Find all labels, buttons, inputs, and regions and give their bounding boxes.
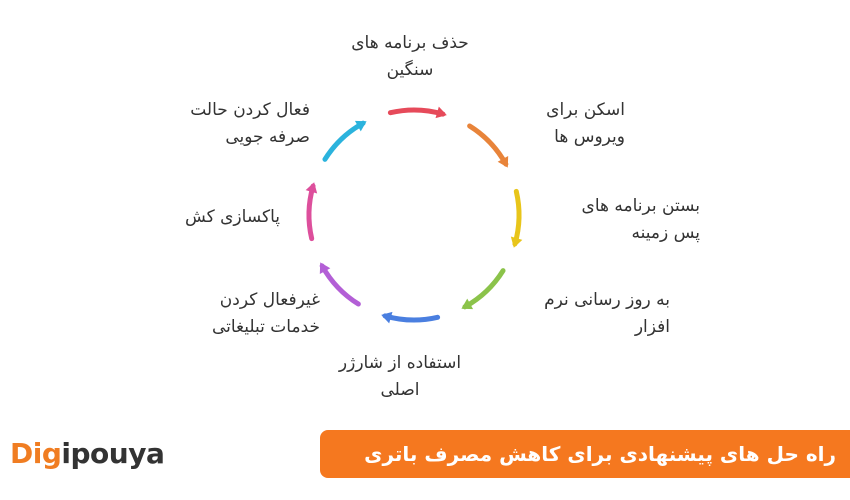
cycle-arrowhead-7: [354, 120, 367, 132]
cycle-arrow-7: [322, 120, 366, 162]
cycle-arrow-4: [382, 313, 441, 323]
cycle-arrow-3: [462, 268, 506, 310]
cycle-arrowhead-3: [461, 298, 474, 310]
banner-title: راه حل های پیشنهادی برای کاهش مصرف باتری: [364, 442, 836, 466]
cycle-arrow-6: [306, 183, 316, 242]
cycle-arrow-1: [467, 123, 509, 167]
cycle-arrowhead-5: [319, 262, 331, 275]
cycle-arrowhead-1: [497, 155, 509, 168]
step-label-close-background-apps: بستن برنامه های پس زمینه: [581, 196, 700, 243]
digipouya-logo: Digipouya: [10, 437, 165, 470]
cycle-arrowhead-2: [510, 236, 523, 248]
cycle-arrow-5: [319, 263, 361, 307]
cycle-arrowhead-4: [381, 311, 393, 324]
step-label-original-charger: استفاده از شارژر اصلی: [338, 353, 462, 400]
step-label-software-update: به روز رسانی نرم افزار: [544, 290, 670, 337]
step-label-remove-heavy-apps: حذف برنامه های سنگین: [351, 33, 469, 80]
cycle-arrow-0: [387, 107, 446, 117]
step-label-clear-cache: پاکسازی کش: [184, 207, 280, 227]
cycle-arrow-2: [512, 188, 522, 247]
cycle-arrowhead-0: [435, 106, 447, 119]
cycle-arrowhead-6: [305, 182, 318, 194]
title-banner: راه حل های پیشنهادی برای کاهش مصرف باتری: [320, 430, 850, 478]
step-label-power-saving-mode: فعال کردن حالت صرفه جویی: [190, 100, 310, 147]
step-label-disable-ad-services: غیرفعال کردن خدمات تبلیغاتی: [211, 290, 320, 337]
step-label-virus-scan: اسکن برای ویروس ها: [546, 100, 625, 147]
